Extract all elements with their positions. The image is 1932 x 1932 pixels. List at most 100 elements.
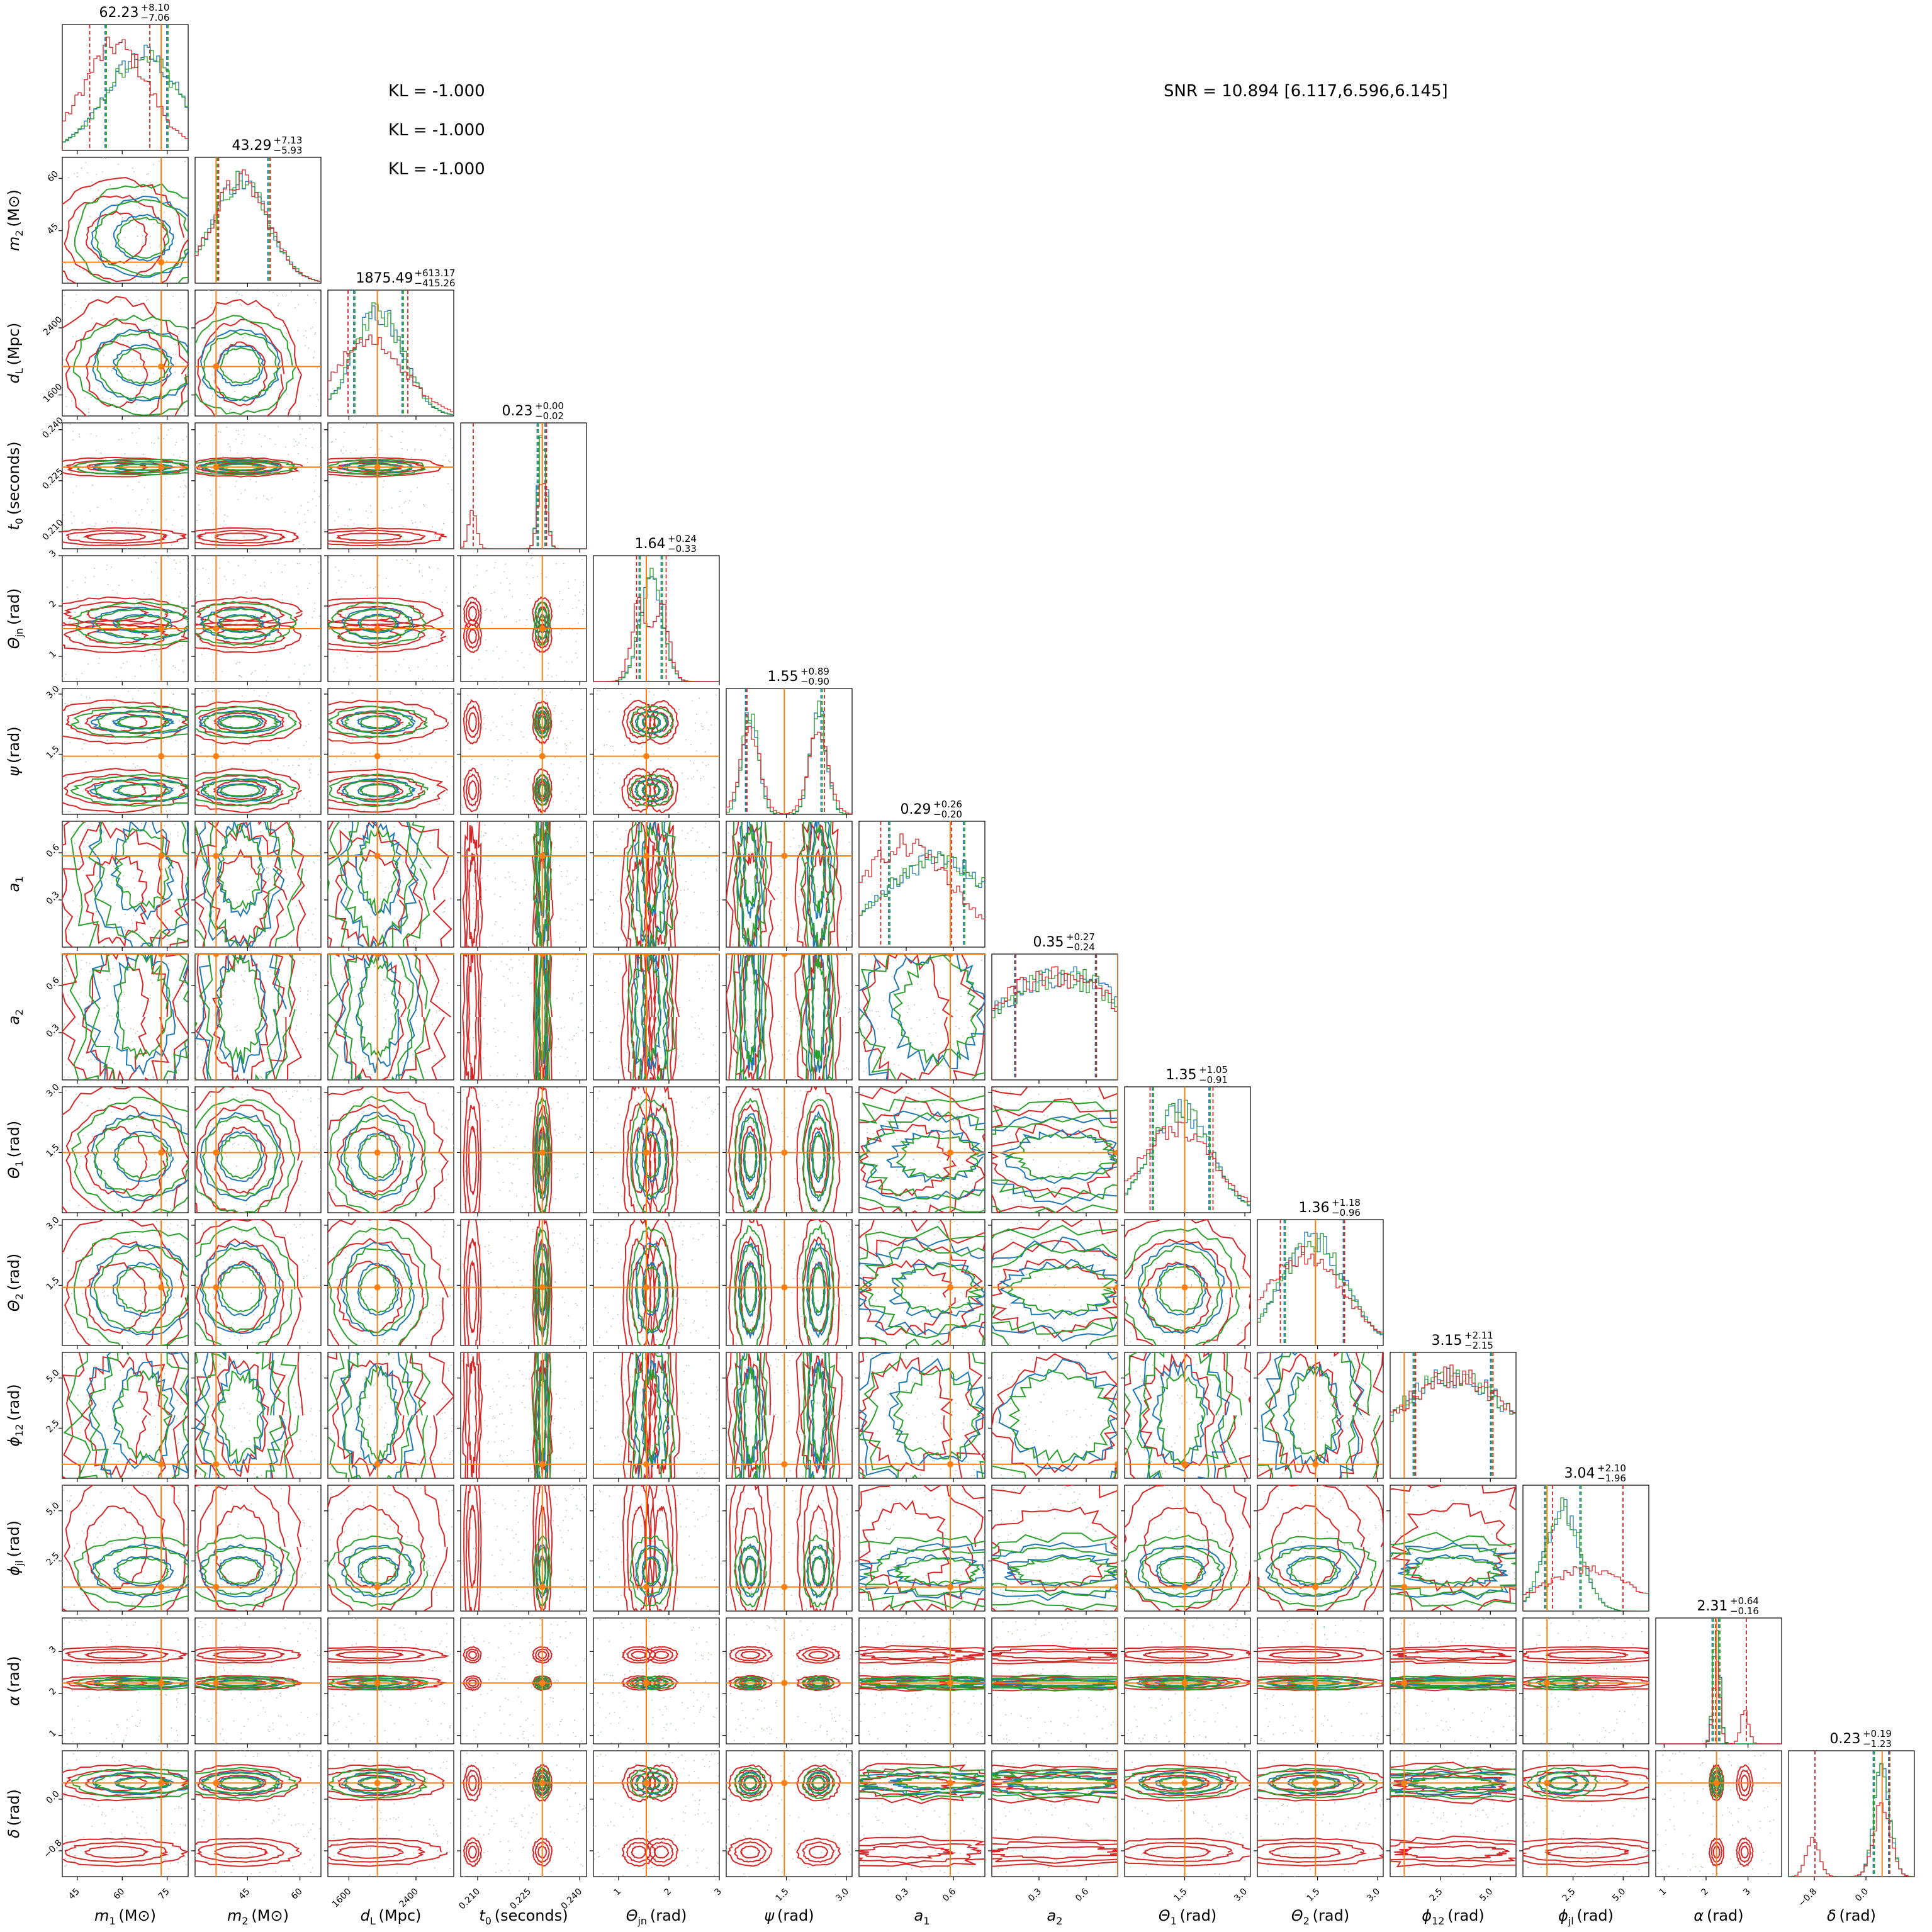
sample-dot xyxy=(843,1016,845,1018)
sample-dot xyxy=(578,992,580,994)
sample-dot xyxy=(149,235,151,237)
sample-dot xyxy=(832,1003,834,1004)
sample-dot xyxy=(353,558,355,560)
sample-dot xyxy=(969,1106,970,1108)
sample-dot xyxy=(471,759,473,761)
sample-dot xyxy=(163,437,165,439)
sample-dot xyxy=(773,1125,775,1127)
sample-dot xyxy=(407,1088,409,1090)
sample-dot xyxy=(220,1108,222,1109)
sample-dot xyxy=(262,1046,264,1048)
sample-dot xyxy=(534,822,535,823)
contour xyxy=(70,773,188,807)
sample-dot xyxy=(121,219,123,220)
sample-dot xyxy=(636,1006,637,1008)
sample-dot xyxy=(182,439,184,441)
sample-dot xyxy=(272,1166,274,1168)
sample-dot xyxy=(414,922,416,924)
sample-dot xyxy=(334,667,335,669)
sample-dot xyxy=(526,576,527,578)
sample-dot xyxy=(568,588,570,590)
sample-dot xyxy=(608,1067,610,1068)
sample-dot xyxy=(135,226,137,228)
sample-dot xyxy=(124,914,126,915)
injection-marker xyxy=(539,753,546,760)
sample-dot xyxy=(840,996,842,998)
sample-dot xyxy=(597,772,598,774)
sample-dot xyxy=(317,367,318,369)
sample-dot xyxy=(707,803,709,805)
sample-dot xyxy=(414,890,416,892)
sample-dot xyxy=(786,994,788,996)
sample-dot xyxy=(306,531,308,533)
sample-dot xyxy=(508,872,510,873)
sample-dot xyxy=(181,880,183,882)
sample-dot xyxy=(789,1053,791,1055)
sample-dot xyxy=(702,1053,704,1055)
sample-dot xyxy=(505,845,507,846)
sample-dot xyxy=(102,396,104,398)
sample-dot xyxy=(648,868,650,870)
contour xyxy=(806,821,833,947)
sample-dot xyxy=(413,1060,415,1062)
sample-dot xyxy=(90,188,91,189)
y-tick-label: 0.3 xyxy=(45,890,62,907)
sample-dot xyxy=(792,829,794,831)
sample-dot xyxy=(144,655,146,657)
sample-dot xyxy=(92,485,94,486)
sample-dot xyxy=(212,719,214,721)
sample-dot xyxy=(246,1131,248,1133)
sample-dot xyxy=(559,936,561,938)
sample-dot xyxy=(410,851,412,852)
sample-dot xyxy=(654,935,656,936)
sample-dot xyxy=(653,1208,655,1209)
sample-dot xyxy=(376,1173,377,1174)
sample-dot xyxy=(801,1101,803,1103)
sample-dot xyxy=(272,1024,274,1026)
sample-dot xyxy=(150,997,151,999)
sample-dot xyxy=(935,1032,937,1034)
sample-dot xyxy=(780,1156,782,1158)
sample-dot xyxy=(402,880,404,882)
sample-dot xyxy=(212,512,214,514)
sample-dot xyxy=(180,308,182,310)
sample-dot xyxy=(493,592,495,593)
sample-dot xyxy=(794,1076,796,1077)
sample-dot xyxy=(416,873,418,875)
contour xyxy=(538,1132,546,1180)
sample-dot xyxy=(315,907,317,909)
sample-dot xyxy=(933,1023,935,1025)
contour xyxy=(329,1096,427,1213)
sample-dot xyxy=(559,826,561,828)
sample-dot xyxy=(227,305,228,306)
sample-dot xyxy=(756,1004,758,1006)
sample-dot xyxy=(371,1074,373,1076)
sample-dot xyxy=(409,670,411,671)
sample-dot xyxy=(807,1094,809,1096)
sample-dot xyxy=(145,1143,147,1145)
sample-dot xyxy=(631,1069,633,1071)
sample-dot xyxy=(356,449,357,451)
sample-dot xyxy=(393,826,395,828)
title-minus: −0.24 xyxy=(1066,941,1095,953)
sample-dot xyxy=(107,520,108,522)
sample-dot xyxy=(778,867,780,868)
sample-dot xyxy=(250,673,252,675)
sample-dot xyxy=(210,776,211,778)
y-tick-label: 1.5 xyxy=(45,744,62,761)
sample-dot xyxy=(441,1066,443,1068)
contour xyxy=(340,821,417,947)
contour xyxy=(743,821,759,919)
sample-dot xyxy=(287,885,288,887)
sample-dot xyxy=(447,726,449,727)
sample-dot xyxy=(343,750,345,752)
sample-dot xyxy=(240,492,242,494)
sample-dot xyxy=(153,1077,155,1079)
sample-dot xyxy=(369,587,371,588)
sample-dot xyxy=(674,726,676,727)
sample-dot xyxy=(212,672,214,673)
panel-dL-m2 xyxy=(191,289,322,420)
sample-dot xyxy=(469,773,471,775)
sample-dot xyxy=(330,427,332,429)
sample-dot xyxy=(101,171,103,173)
